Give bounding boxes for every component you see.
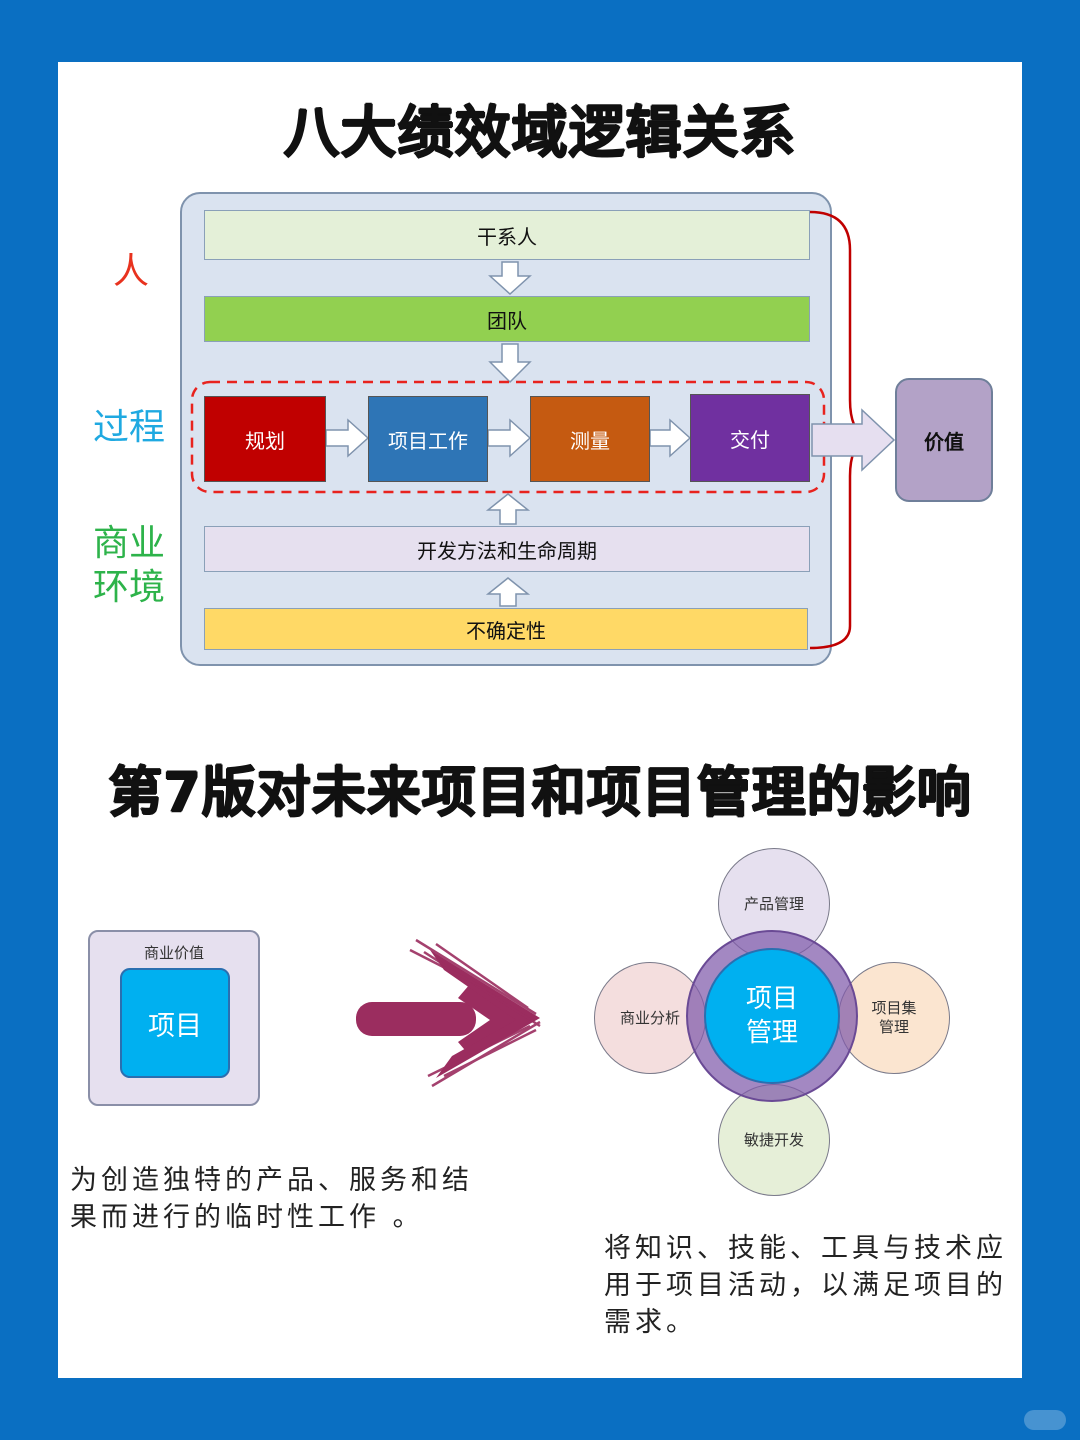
- agile-development-circle: 敏捷开发: [718, 1084, 830, 1196]
- process-step-measure: 测量: [530, 396, 650, 482]
- product-management-label: 产品管理: [743, 894, 804, 913]
- agile-development-label: 敏捷开发: [743, 1130, 804, 1149]
- project-definition-line-1: 为创造独特的产品、服务和结: [70, 1165, 473, 1196]
- arrow-right-plan-work: [325, 418, 370, 458]
- program-management-label-1: 项目集: [871, 999, 917, 1017]
- arrow-up-dev-process: [485, 493, 531, 525]
- business-analysis-label: 商业分析: [619, 1008, 680, 1027]
- diagram-connectors: [190, 210, 896, 650]
- project-definition-line-2: 果而进行的临时性工作 。: [70, 1202, 424, 1233]
- uncertainty-bar: 不确定性: [204, 608, 808, 650]
- brush-arrow-icon: [356, 938, 541, 1088]
- process-step-plan: 规划: [204, 396, 326, 482]
- dev-approach-bar: 开发方法和生命周期: [204, 526, 810, 572]
- business-value-box: 商业价值 项目: [88, 930, 260, 1106]
- stakeholders-bar: 干系人: [204, 210, 810, 260]
- top-title: 八大绩效域逻辑关系: [283, 101, 797, 166]
- pm-definition-line-3: 需求。: [604, 1307, 697, 1338]
- business-env-label-1: 商业: [92, 523, 165, 564]
- arrow-to-value: [811, 408, 896, 472]
- people-label: 人: [112, 251, 149, 292]
- business-env-label-2: 环境: [92, 567, 165, 608]
- pm-core-label-2: 管理: [745, 1018, 798, 1048]
- watermark-badge: [1024, 1410, 1066, 1430]
- project-definition-caption: 为创造独特的产品、服务和结 果而进行的临时性工作 。: [70, 1162, 473, 1236]
- arrow-down-stakeholders-team: [488, 261, 532, 296]
- pm-definition-caption: 将知识、技能、工具与技术应 用于项目活动，以满足项目的 需求。: [604, 1230, 1007, 1341]
- pm-definition-line-1: 将知识、技能、工具与技术应: [604, 1233, 1007, 1264]
- project-management-core: 项目管理: [704, 948, 840, 1084]
- pm-core-label-1: 项目: [745, 984, 798, 1014]
- process-step-project-work: 项目工作: [368, 396, 488, 482]
- arrow-down-team-process: [488, 343, 532, 384]
- value-box: 价值: [895, 378, 993, 502]
- arrow-right-measure-deliver: [649, 418, 692, 458]
- bottom-title: 第7版对未来项目和项目管理的影响: [108, 761, 972, 824]
- process-dashed-boundary: [190, 380, 826, 494]
- program-management-label-2: 管理: [878, 1018, 909, 1036]
- pm-definition-line-2: 用于项目活动，以满足项目的: [604, 1270, 1007, 1301]
- arrow-up-uncertainty-dev: [485, 577, 531, 607]
- process-step-deliver: 交付: [690, 394, 810, 482]
- business-value-label: 商业价值: [143, 944, 204, 962]
- process-label: 过程: [92, 407, 165, 448]
- team-bar: 团队: [204, 296, 810, 342]
- arrow-right-work-measure: [487, 418, 532, 458]
- project-box: 项目: [120, 968, 230, 1078]
